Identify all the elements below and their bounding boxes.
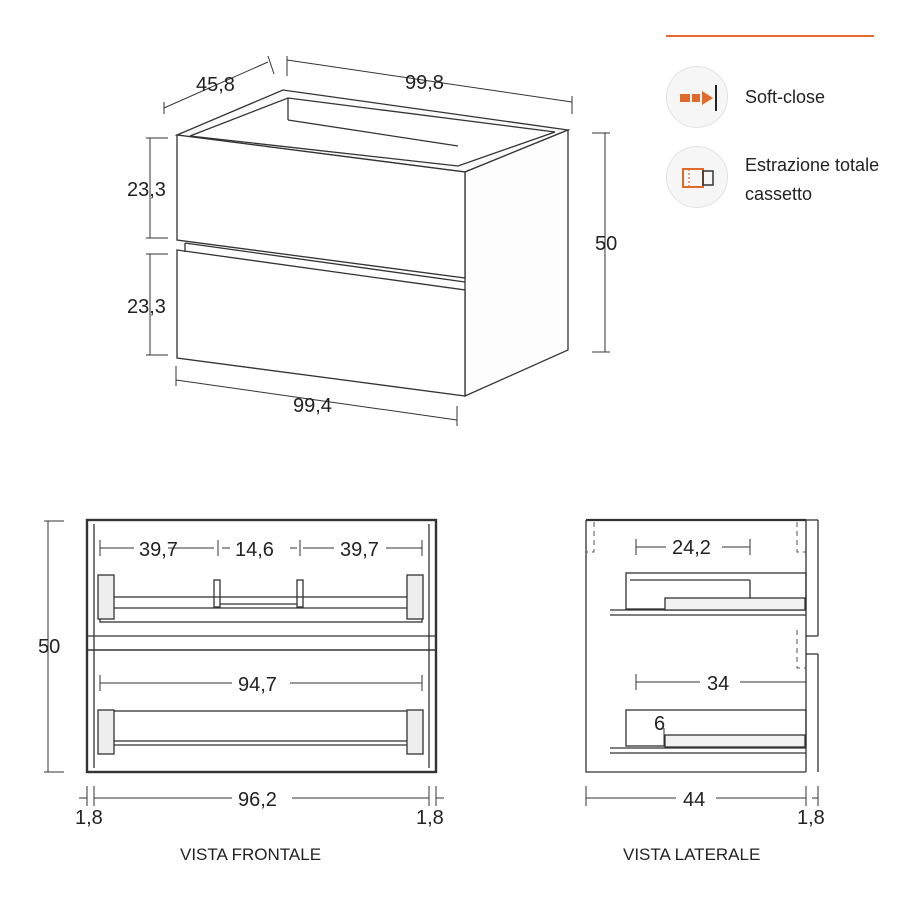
front-total-width-label: 96,2 bbox=[238, 789, 277, 811]
legend-extraction-line1: Estrazione totale bbox=[745, 155, 880, 175]
side-cabinet-outline bbox=[585, 520, 806, 773]
soft-close-icon bbox=[666, 66, 728, 128]
cabinet-side-face bbox=[464, 129, 569, 398]
front-left-width-label: 39,7 bbox=[139, 539, 178, 561]
iso-drawer2-height-label: 23,3 bbox=[127, 296, 166, 318]
side-depth-label: 44 bbox=[683, 789, 705, 811]
front-side-left-label: 1,8 bbox=[75, 807, 103, 829]
front-cabinet-outline bbox=[85, 518, 438, 774]
side-top-depth-label: 24,2 bbox=[672, 537, 711, 559]
legend-soft-close-label: Soft-close bbox=[745, 87, 826, 107]
drawer-front-bottom bbox=[176, 249, 466, 397]
front-right-width-label: 39,7 bbox=[340, 539, 379, 561]
front-inner-width-label: 94,7 bbox=[238, 674, 277, 696]
side-small-label: 6 bbox=[654, 713, 665, 735]
side-view-caption: VISTA LATERALE bbox=[623, 845, 760, 864]
drawer-front-top bbox=[176, 134, 466, 279]
legend-extraction-line2: cassetto bbox=[745, 184, 813, 204]
side-thickness-label: 1,8 bbox=[797, 807, 825, 829]
cabinet-top-inner bbox=[189, 97, 556, 167]
legend-extraction-label: Estrazione totale cassetto bbox=[745, 151, 879, 209]
iso-width-front-label: 99,4 bbox=[293, 395, 332, 417]
full-extraction-icon bbox=[666, 146, 728, 208]
iso-drawer1-height-label: 23,3 bbox=[127, 179, 166, 201]
side-bottom-depth-label: 34 bbox=[707, 673, 729, 695]
iso-depth-label: 45,8 bbox=[196, 74, 235, 96]
front-side-right-label: 1,8 bbox=[416, 807, 444, 829]
front-view-caption: VISTA FRONTALE bbox=[180, 845, 321, 864]
iso-width-top-label: 99,8 bbox=[405, 72, 444, 94]
legend-divider bbox=[666, 35, 874, 37]
front-mid-width-label: 14,6 bbox=[235, 539, 274, 561]
front-height-label: 50 bbox=[38, 636, 60, 658]
iso-height-label: 50 bbox=[595, 233, 617, 255]
